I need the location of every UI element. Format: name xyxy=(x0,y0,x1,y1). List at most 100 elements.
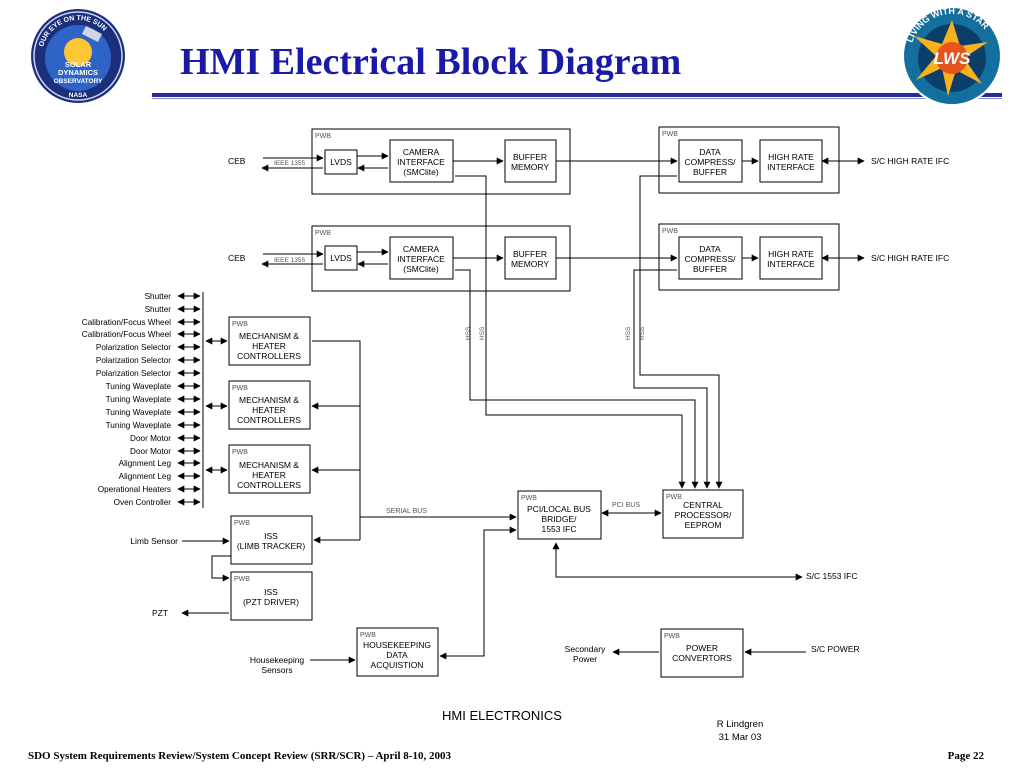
iss-pzt-l2: (PZT DRIVER) xyxy=(243,597,299,607)
camera-channel-1: PWB LVDS CAMERA INTERFACE (SMClite) BUFF… xyxy=(228,128,571,195)
iss-limb-l2: (LIMB TRACKER) xyxy=(237,541,305,551)
central-processor-l3: EEPROM xyxy=(685,520,722,530)
title-rule-thin xyxy=(152,98,1002,99)
sdo-logo-line1: SOLAR xyxy=(65,60,92,69)
mechanism-label: Oven Controller xyxy=(114,498,172,507)
diagram-caption: HMI ELECTRONICS xyxy=(442,708,562,723)
buffer-memory-block xyxy=(504,236,557,280)
sdo-logo-line2: DYNAMICS xyxy=(58,68,98,77)
secondary-power-l1: Secondary xyxy=(565,644,606,654)
data-compress-l1: DATA xyxy=(699,147,721,157)
mechanism-list: Shutter Shutter Calibration/Focus Wheel … xyxy=(82,292,172,507)
footer-left: SDO System Requirements Review/System Co… xyxy=(28,750,451,762)
mechanism-label: Tuning Waveplate xyxy=(106,408,172,417)
mechanism-label: Calibration/Focus Wheel xyxy=(82,330,171,339)
housekeeping-l2: DATA xyxy=(386,650,408,660)
central-processor-l1: CENTRAL xyxy=(683,500,723,510)
data-compress-l3: BUFFER xyxy=(693,264,727,274)
high-rate-interface-block xyxy=(759,236,823,280)
mechanism-controller-3: PWB MECHANISM & HEATER CONTROLLERS xyxy=(228,444,311,494)
mech-controller-l3: CONTROLLERS xyxy=(237,480,301,490)
ceb-label: CEB xyxy=(228,253,246,263)
pci-bus-label: PCI BUS xyxy=(612,502,640,509)
sdo-logo: OUR EYE ON THE SUN SOLAR DYNAMICS OBSERV… xyxy=(31,9,125,103)
buffer-memory-l1: BUFFER xyxy=(513,249,547,259)
buffer-memory-l2: MEMORY xyxy=(511,162,549,172)
mech-controller-l1: MECHANISM & xyxy=(239,395,299,405)
pwb-label: PWB xyxy=(521,495,537,502)
camera-channel-2: PWB LVDS CAMERA INTERFACE (SMClite) BUFF… xyxy=(228,225,571,292)
buffer-memory-l2: MEMORY xyxy=(511,259,549,269)
compress-channel-1: PWB DATA COMPRESS/ BUFFER HIGH RATE INTE… xyxy=(658,126,949,194)
mechanism-label: Shutter xyxy=(145,292,172,301)
hss-label: HSS xyxy=(625,326,632,340)
connectors xyxy=(177,152,865,664)
power-convertors-l1: POWER xyxy=(686,643,718,653)
lvds-label: LVDS xyxy=(330,157,352,167)
mechanism-label: Calibration/Focus Wheel xyxy=(82,318,171,327)
camera-interface-l3: (SMClite) xyxy=(403,264,439,274)
lws-logo-center: LWS xyxy=(934,49,971,68)
lvds-block xyxy=(324,149,358,175)
iss-limb-tracker: PWB ISS (LIMB TRACKER) xyxy=(230,515,313,565)
pwb-label: PWB xyxy=(664,633,680,640)
central-processor: PWB CENTRAL PROCESSOR/ EEPROM xyxy=(662,489,744,539)
power-convertors-l2: CONVERTORS xyxy=(672,653,732,663)
mechanism-label: Door Motor xyxy=(130,447,171,456)
pzt-label: PZT xyxy=(152,608,168,618)
housekeeping-l3: ACQUISTION xyxy=(371,660,424,670)
hss-label: HSS xyxy=(465,326,472,340)
high-rate-l1: HIGH RATE xyxy=(768,249,814,259)
camera-interface-l3: (SMClite) xyxy=(403,167,439,177)
footer-right: Page 22 xyxy=(947,750,984,762)
camera-interface-l2: INTERFACE xyxy=(397,254,445,264)
high-rate-l2: INTERFACE xyxy=(767,162,815,172)
serial-bus-label: SERIAL BUS xyxy=(386,508,427,515)
pwb-label: PWB xyxy=(315,133,331,140)
central-processor-l2: PROCESSOR/ xyxy=(675,510,732,520)
pwb-label: PWB xyxy=(315,230,331,237)
pwb-label: PWB xyxy=(360,632,376,639)
hss-label: HSS xyxy=(639,326,646,340)
camera-interface-l1: CAMERA xyxy=(403,147,440,157)
mech-controller-l2: HEATER xyxy=(252,341,286,351)
pwb-label: PWB xyxy=(234,576,250,583)
iss-pzt-l1: ISS xyxy=(264,587,278,597)
mechanism-label: Polarization Selector xyxy=(96,356,171,365)
sdo-logo-line3: OBSERVATORY xyxy=(54,78,103,85)
pwb-label: PWB xyxy=(232,385,248,392)
mechanism-label: Shutter xyxy=(145,305,172,314)
mechanism-label: Alignment Leg xyxy=(119,459,172,468)
pwb-label: PWB xyxy=(666,494,682,501)
author-date: 31 Mar 03 xyxy=(719,732,762,743)
lvds-label: LVDS xyxy=(330,253,352,263)
secondary-power-l2: Power xyxy=(573,654,597,664)
sc-power-label: S/C POWER xyxy=(811,644,860,654)
sc-high-rate-label: S/C HIGH RATE IFC xyxy=(871,253,949,263)
housekeeping-data-acquisition: PWB HOUSEKEEPING DATA ACQUISTION xyxy=(356,627,439,677)
data-compress-l3: BUFFER xyxy=(693,167,727,177)
data-compress-l2: COMPRESS/ xyxy=(684,254,736,264)
data-compress-l1: DATA xyxy=(699,244,721,254)
data-compress-l2: COMPRESS/ xyxy=(684,157,736,167)
author-name: R Lindgren xyxy=(717,719,763,730)
iss-pzt-driver: PWB ISS (PZT DRIVER) xyxy=(230,571,313,621)
sc-high-rate-label: S/C HIGH RATE IFC xyxy=(871,156,949,166)
pwb-label: PWB xyxy=(232,321,248,328)
housekeeping-l1: HOUSEKEEPING xyxy=(363,640,431,650)
ieee-label: IEEE 1355 xyxy=(274,257,305,264)
mech-controller-l1: MECHANISM & xyxy=(239,331,299,341)
hss-label: HSS xyxy=(479,326,486,340)
mech-controller-l3: CONTROLLERS xyxy=(237,351,301,361)
pwb-label: PWB xyxy=(234,520,250,527)
high-rate-l1: HIGH RATE xyxy=(768,152,814,162)
pci-bridge-l1: PCI/LOCAL BUS xyxy=(527,504,591,514)
mech-controller-l3: CONTROLLERS xyxy=(237,415,301,425)
mechanism-controller-1: PWB MECHANISM & HEATER CONTROLLERS xyxy=(228,316,311,366)
mechanism-label: Polarization Selector xyxy=(96,369,171,378)
mech-controller-l2: HEATER xyxy=(252,470,286,480)
ieee-label: IEEE 1355 xyxy=(274,160,305,167)
pwb-label: PWB xyxy=(662,228,678,235)
data-compress-block xyxy=(678,236,743,280)
